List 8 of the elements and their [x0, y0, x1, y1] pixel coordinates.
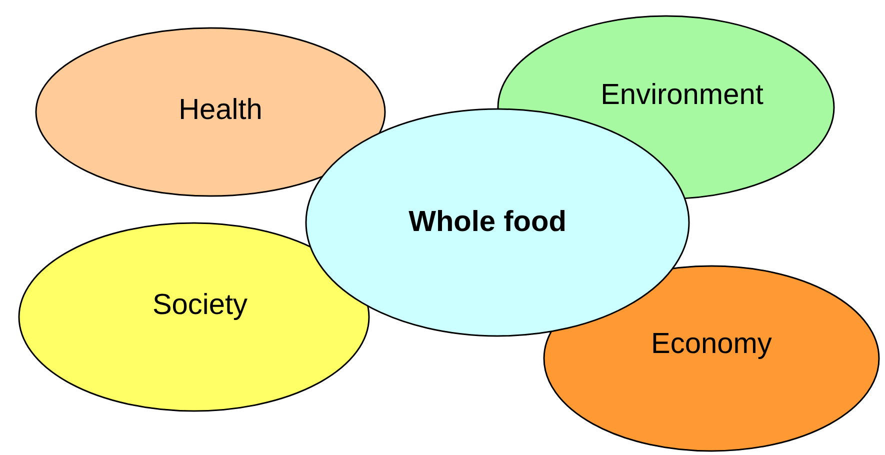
oval-node	[543, 265, 880, 452]
node-label: Economy	[651, 328, 772, 361]
node-label: Environment	[600, 79, 764, 112]
node-label: Society	[152, 288, 248, 322]
oval-node	[35, 27, 386, 197]
node-label: Whole food	[408, 206, 566, 239]
oval-node	[18, 222, 370, 412]
node-label: Health	[178, 94, 262, 126]
